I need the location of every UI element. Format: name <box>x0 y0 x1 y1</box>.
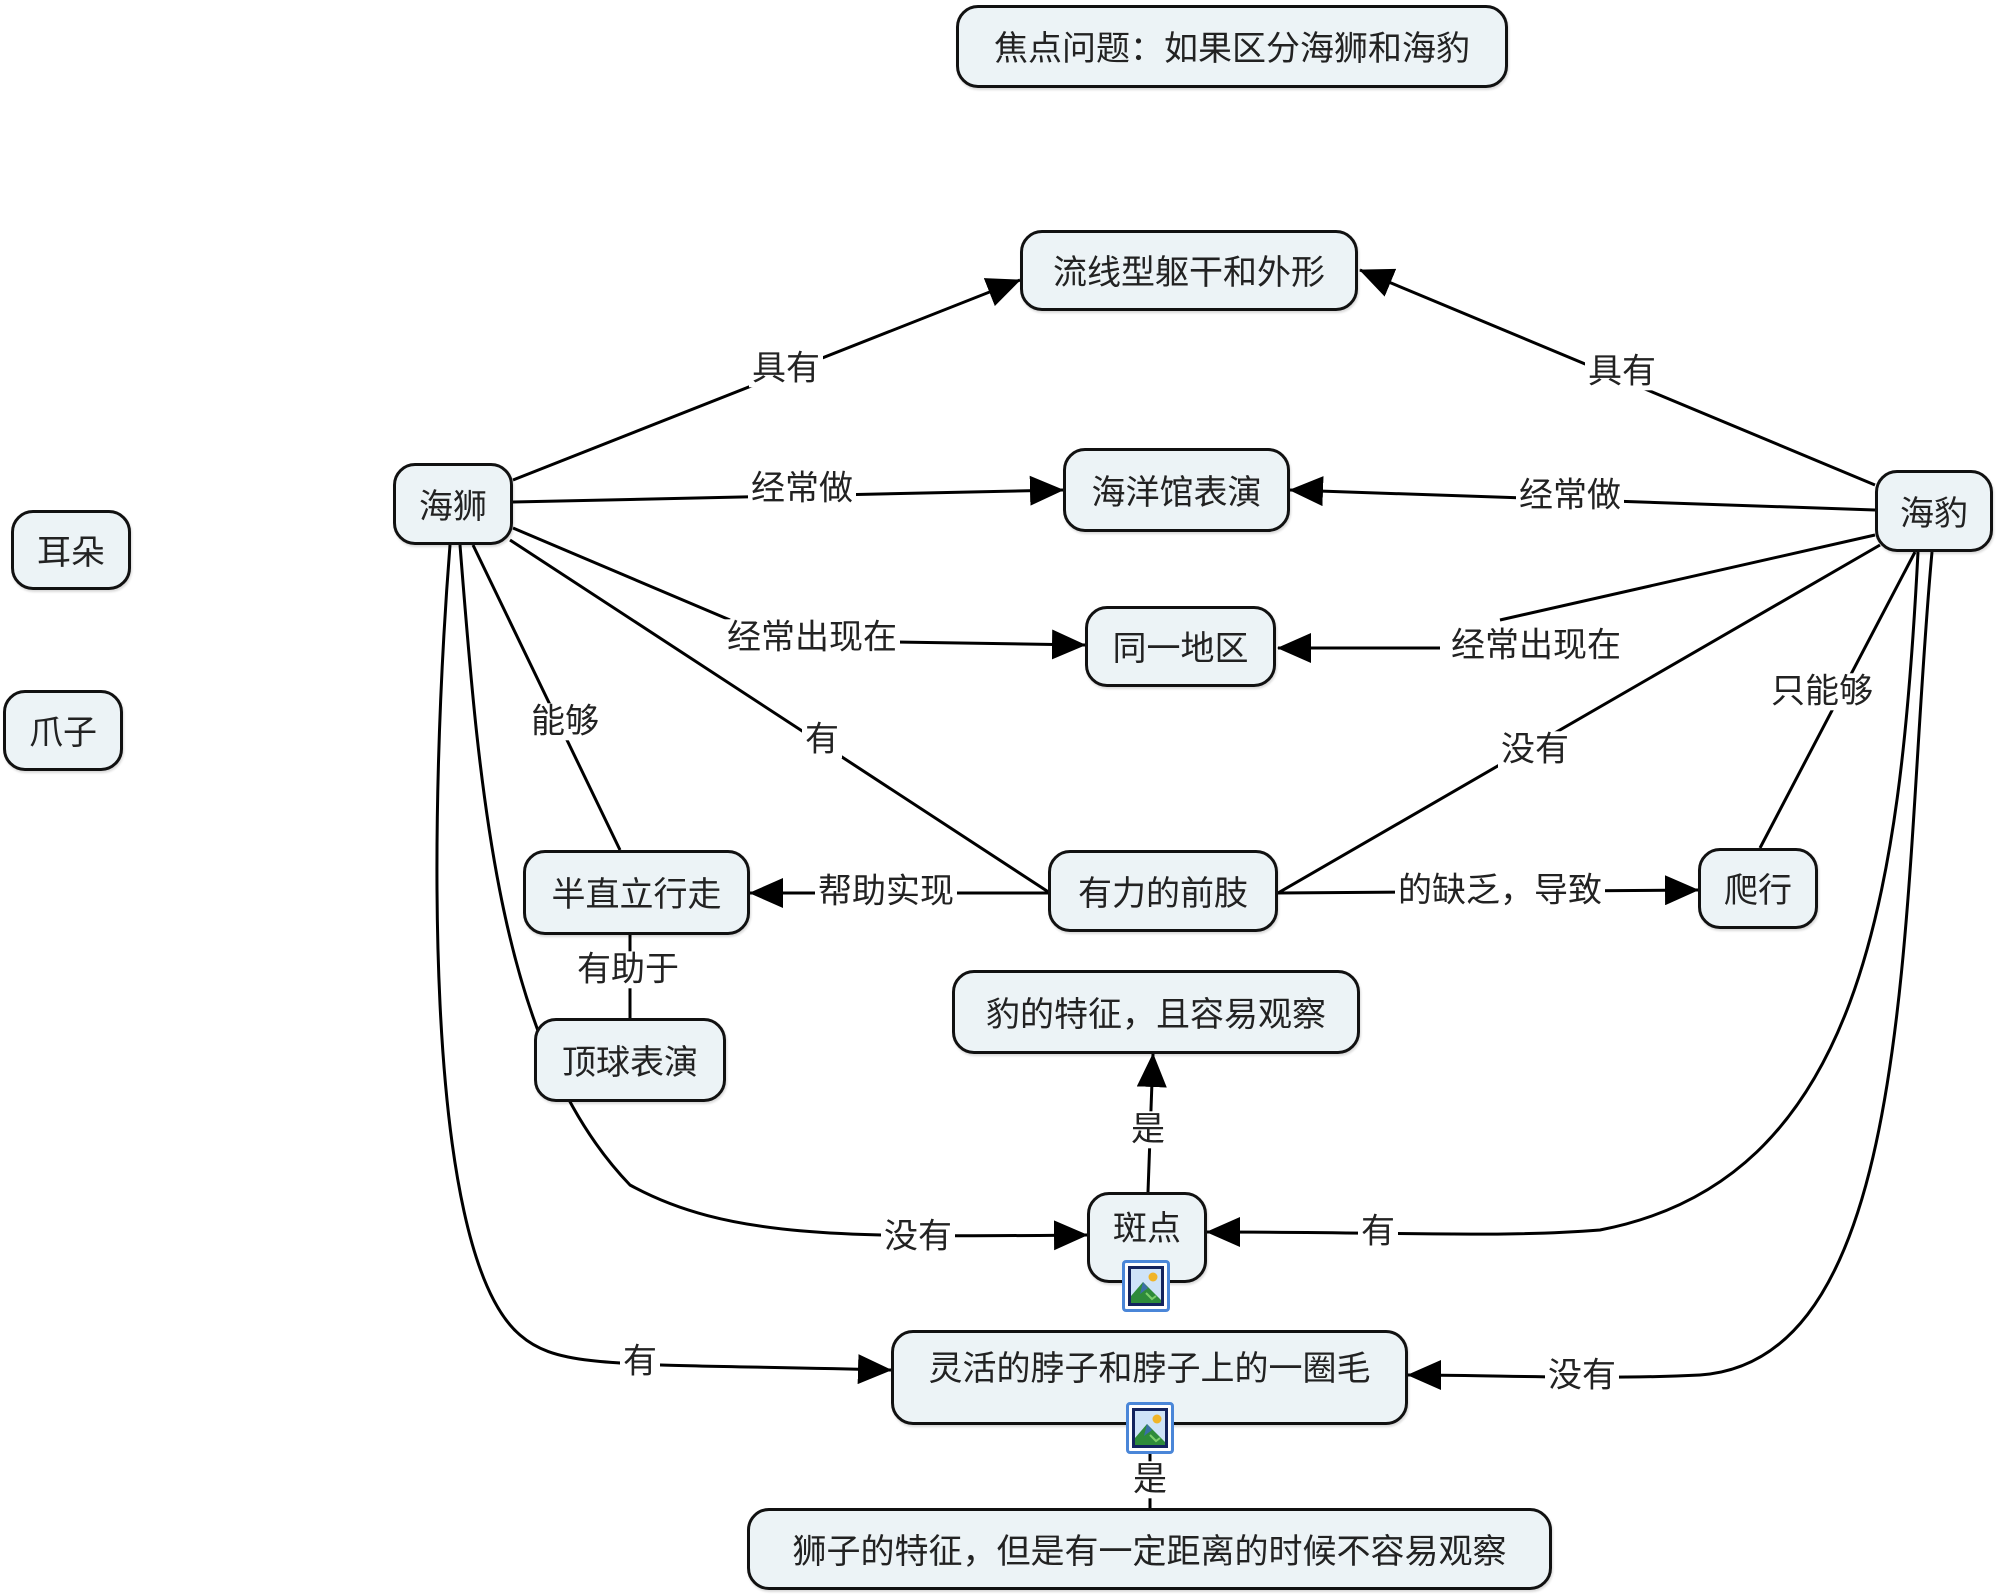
node-sea-lion-text: 海狮 <box>419 486 487 527</box>
link-label[interactable]: 能够 <box>528 702 602 741</box>
link-label[interactable]: 是 <box>1130 1460 1170 1499</box>
node-ball-show[interactable]: 顶球表演 <box>534 1018 726 1102</box>
link-label[interactable]: 经常做 <box>748 469 856 508</box>
link-label[interactable]: 经常出现在 <box>1448 626 1624 665</box>
link-label[interactable]: 没有 <box>1498 730 1572 769</box>
image-icon[interactable] <box>1126 1402 1174 1454</box>
image-icon-glyph <box>1128 1266 1164 1306</box>
node-seal-trait-text: 豹的特征，且容易观察 <box>986 994 1326 1035</box>
node-streamline[interactable]: 流线型躯干和外形 <box>1020 230 1358 311</box>
link-label[interactable]: 有 <box>620 1342 660 1381</box>
node-same-area[interactable]: 同一地区 <box>1085 606 1276 687</box>
link-label[interactable]: 有助于 <box>574 950 682 989</box>
node-lion-trait[interactable]: 狮子的特征，但是有一定距离的时候不容易观察 <box>747 1508 1552 1590</box>
node-same-area-text: 同一地区 <box>1112 629 1249 669</box>
node-neck-text: 灵活的脖子和脖子上的一圈毛 <box>928 1349 1371 1389</box>
link-label[interactable]: 经常做 <box>1516 476 1624 515</box>
link-seal-area-a <box>1499 533 1876 622</box>
link-sealion-spots <box>458 544 1088 1251</box>
node-ears-text: 耳朵 <box>37 532 105 573</box>
node-aquarium-text: 海洋馆表演 <box>1091 472 1262 513</box>
link-sealion-semi <box>471 544 622 851</box>
link-sealion-area-a <box>512 526 731 622</box>
link-label[interactable]: 帮助实现 <box>815 872 957 911</box>
link-label[interactable]: 没有 <box>1545 1356 1619 1395</box>
link-label[interactable]: 是 <box>1128 1110 1168 1149</box>
node-forelimbs[interactable]: 有力的前肢 <box>1048 850 1278 932</box>
link-sealion-area-b <box>894 629 1086 660</box>
link-label[interactable]: 具有 <box>749 349 823 388</box>
node-sea-lion[interactable]: 海狮 <box>393 463 513 545</box>
image-icon[interactable] <box>1122 1260 1170 1312</box>
node-aquarium[interactable]: 海洋馆表演 <box>1063 448 1290 532</box>
focus-question[interactable]: 焦点问题：如果区分海狮和海豹 <box>956 5 1508 88</box>
node-spots-text: 斑点 <box>1113 1209 1181 1249</box>
node-seal[interactable]: 海豹 <box>1875 470 1993 552</box>
link-sealion-forelimbs <box>509 538 1051 895</box>
image-icon-glyph <box>1132 1408 1168 1448</box>
link-label[interactable]: 的缺乏，导致 <box>1395 871 1605 910</box>
link-label[interactable]: 具有 <box>1585 352 1659 391</box>
link-seal-spots <box>1206 551 1920 1248</box>
node-crawl[interactable]: 爬行 <box>1698 848 1818 929</box>
node-ball-show-text: 顶球表演 <box>562 1042 698 1083</box>
link-label[interactable]: 只能够 <box>1768 672 1876 711</box>
link-label[interactable]: 没有 <box>881 1217 955 1256</box>
link-seal-neck <box>1407 551 1934 1391</box>
link-label[interactable]: 有 <box>802 720 842 759</box>
node-semi-upright-text: 半直立行走 <box>551 875 722 915</box>
node-crawl-text: 爬行 <box>1724 871 1792 911</box>
link-seal-forelimbs <box>1277 543 1881 895</box>
node-claws[interactable]: 爪子 <box>3 690 123 771</box>
node-ears[interactable]: 耳朵 <box>11 510 131 590</box>
node-seal-text: 海豹 <box>1900 493 1968 534</box>
node-seal-trait[interactable]: 豹的特征，且容易观察 <box>952 970 1360 1054</box>
node-lion-trait-text: 狮子的特征，但是有一定距离的时候不容易观察 <box>792 1531 1507 1572</box>
link-label[interactable]: 有 <box>1358 1212 1398 1251</box>
node-semi-upright[interactable]: 半直立行走 <box>523 850 750 935</box>
link-label[interactable]: 经常出现在 <box>724 618 900 657</box>
node-forelimbs-text: 有力的前肢 <box>1078 873 1248 914</box>
focus-question-text: 焦点问题：如果区分海狮和海豹 <box>994 29 1470 69</box>
node-claws-text: 爪子 <box>29 713 97 753</box>
node-streamline-text: 流线型躯干和外形 <box>1053 253 1325 293</box>
